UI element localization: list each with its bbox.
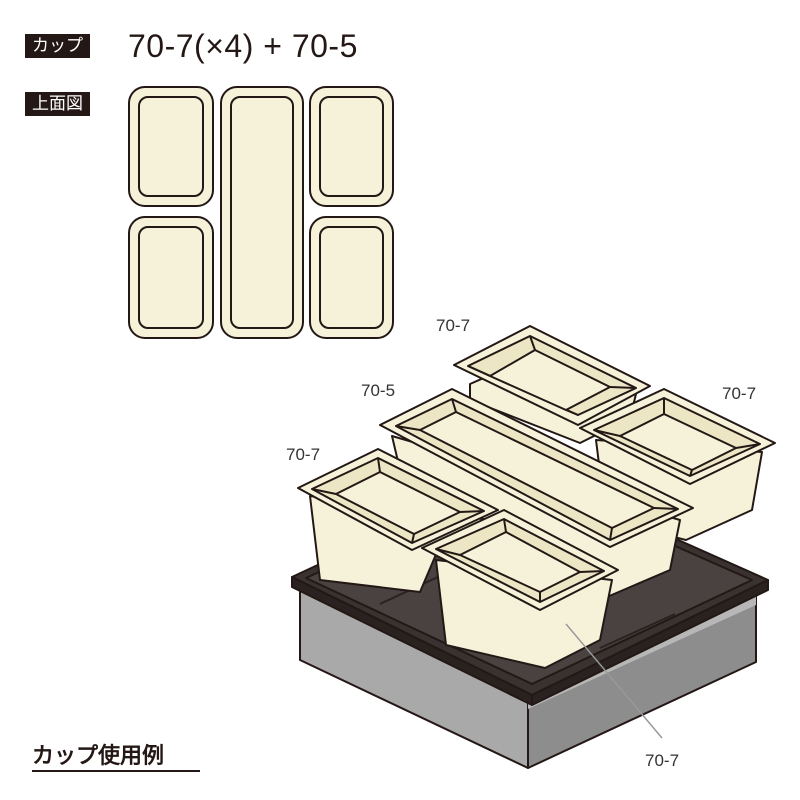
top-view-cup-upper-left bbox=[128, 86, 214, 207]
label-long-cup: 70-5 bbox=[361, 381, 396, 400]
top-view-cup-lower-right bbox=[309, 216, 394, 339]
combination-formula: 70-7(×4) + 70-5 bbox=[128, 28, 358, 64]
label-right-cup: 70-7 bbox=[722, 384, 757, 403]
caption-underline bbox=[32, 770, 200, 772]
cup-left-70-7 bbox=[297, 448, 499, 593]
top-view-cup-long-center bbox=[220, 86, 304, 339]
top-view-cup-upper-right bbox=[309, 86, 394, 207]
top-view-diagram bbox=[128, 86, 394, 339]
usage-example-caption: カップ使用例 bbox=[32, 744, 165, 769]
front-cup-leader bbox=[565, 623, 663, 739]
label-back-cup: 70-7 bbox=[436, 316, 471, 335]
label-front-cup: 70-7 bbox=[645, 751, 680, 770]
cup-front-70-7 bbox=[421, 509, 619, 669]
cup-long-70-5 bbox=[379, 388, 694, 601]
cup-right-70-7 bbox=[579, 388, 776, 541]
top-view-cup-lower-left bbox=[128, 216, 214, 339]
label-left-cup: 70-7 bbox=[286, 445, 321, 464]
cup-tag: カップ bbox=[25, 34, 90, 58]
top-view-tag: 上面図 bbox=[25, 92, 90, 116]
